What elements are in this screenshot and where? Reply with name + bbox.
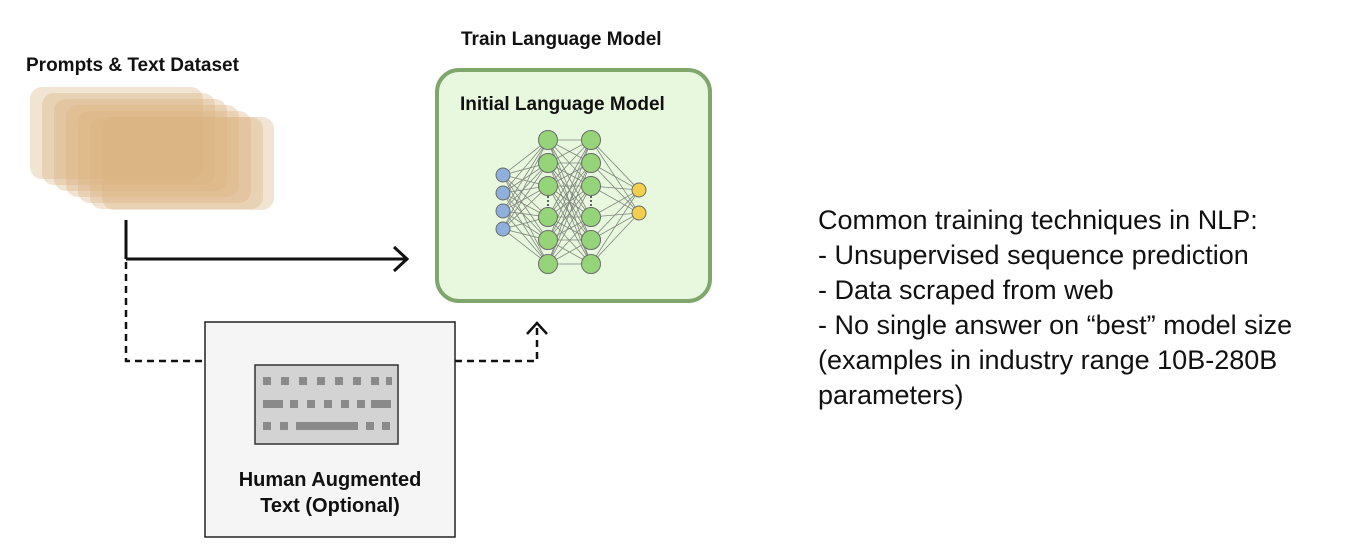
nn-edge: [590, 189, 640, 265]
nn-edge: [547, 139, 592, 187]
nn-node: [495, 167, 511, 183]
nn-node: [581, 207, 601, 227]
nn-node: [538, 254, 558, 274]
human-augmented-label: Human Augmented Text (Optional): [205, 467, 455, 519]
nn-edge: [590, 189, 640, 241]
dataset-title: Prompts & Text Dataset: [26, 55, 239, 76]
nn-node: [631, 205, 647, 221]
nn-ellipsis-dot: [547, 196, 549, 198]
dataset-stack-icon: [30, 87, 274, 210]
nn-edge: [502, 174, 549, 265]
nn-node: [538, 230, 558, 250]
nn-edge: [502, 162, 549, 212]
nn-ellipsis-dot: [547, 200, 549, 202]
nn-ellipsis-dot: [547, 204, 549, 206]
nn-edge: [502, 185, 549, 230]
nn-ellipsis-dot: [590, 200, 592, 202]
nn-node: [581, 254, 601, 274]
notes-item: parameters): [818, 380, 964, 410]
neural-network-icon: [495, 130, 647, 274]
nn-edge: [547, 139, 592, 218]
nn-ellipsis-dot: [590, 196, 592, 198]
nn-node: [581, 176, 601, 196]
keyboard-icon: [254, 364, 399, 445]
nn-node: [581, 153, 601, 173]
nn-edge: [502, 139, 549, 194]
model-title: Initial Language Model: [460, 94, 665, 115]
solid-arrow: [124, 220, 410, 273]
human-augmented-line2: Text (Optional): [260, 495, 400, 517]
nn-node: [631, 182, 647, 198]
nn-edge: [502, 192, 549, 265]
nn-node: [538, 176, 558, 196]
nn-edge: [502, 139, 549, 212]
notes-item: (examples in industry range 10B-280B: [818, 345, 1278, 375]
nn-edge: [590, 139, 640, 191]
nn-edge: [502, 210, 549, 265]
nn-node: [495, 185, 511, 201]
nn-node: [581, 130, 601, 150]
notes-item: - Data scraped from web: [818, 275, 1114, 305]
nn-node: [538, 130, 558, 150]
nn-node: [495, 203, 511, 219]
nn-node: [581, 230, 601, 250]
nn-edge: [502, 162, 549, 230]
notes-item: - Unsupervised sequence prediction: [818, 240, 1249, 270]
nn-edge: [502, 192, 549, 241]
section-title: Train Language Model: [461, 29, 662, 50]
nn-edge: [547, 216, 592, 265]
human-augmented-line1: Human Augmented: [238, 469, 422, 491]
dashed-arrow: [124, 262, 539, 363]
nn-edge: [547, 185, 592, 265]
nn-ellipsis-dot: [590, 204, 592, 206]
dashed-arrow-head: [526, 321, 548, 335]
nn-node: [538, 207, 558, 227]
nn-node: [538, 153, 558, 173]
notes-heading: Common training techniques in NLP:: [818, 205, 1258, 235]
nn-edge: [502, 139, 549, 230]
nn-node: [495, 221, 511, 237]
notes-item: - No single answer on “best” model size: [818, 310, 1293, 340]
nn-edge: [590, 212, 640, 265]
notes-panel: Common training techniques in NLP: - Uns…: [818, 203, 1338, 413]
